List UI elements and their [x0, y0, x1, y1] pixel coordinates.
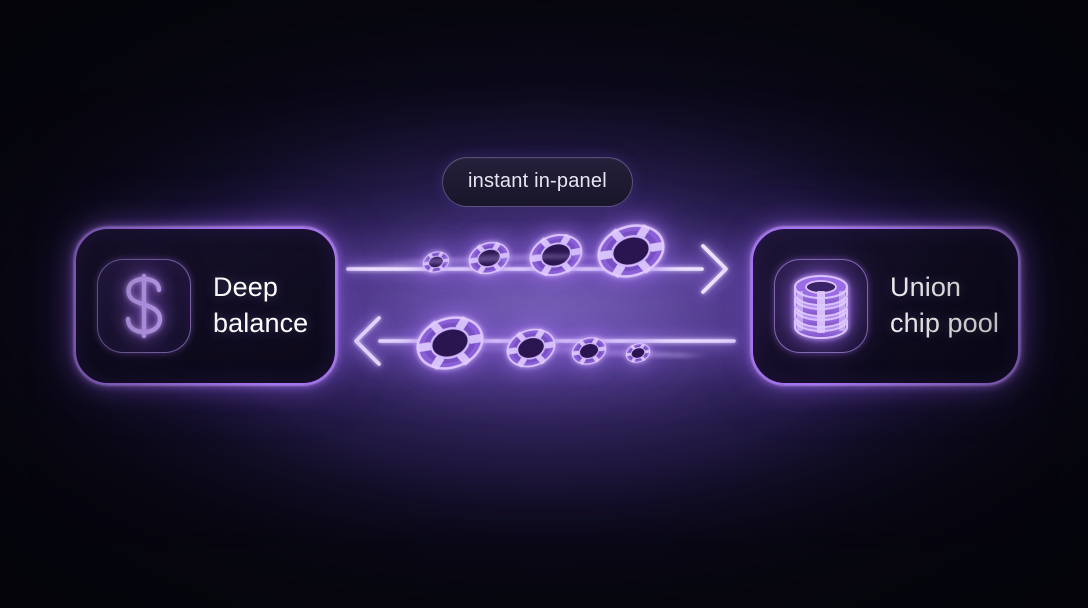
vignette-overlay [0, 0, 1088, 608]
diagram-canvas: instant in-panel Deep balance [0, 0, 1088, 608]
